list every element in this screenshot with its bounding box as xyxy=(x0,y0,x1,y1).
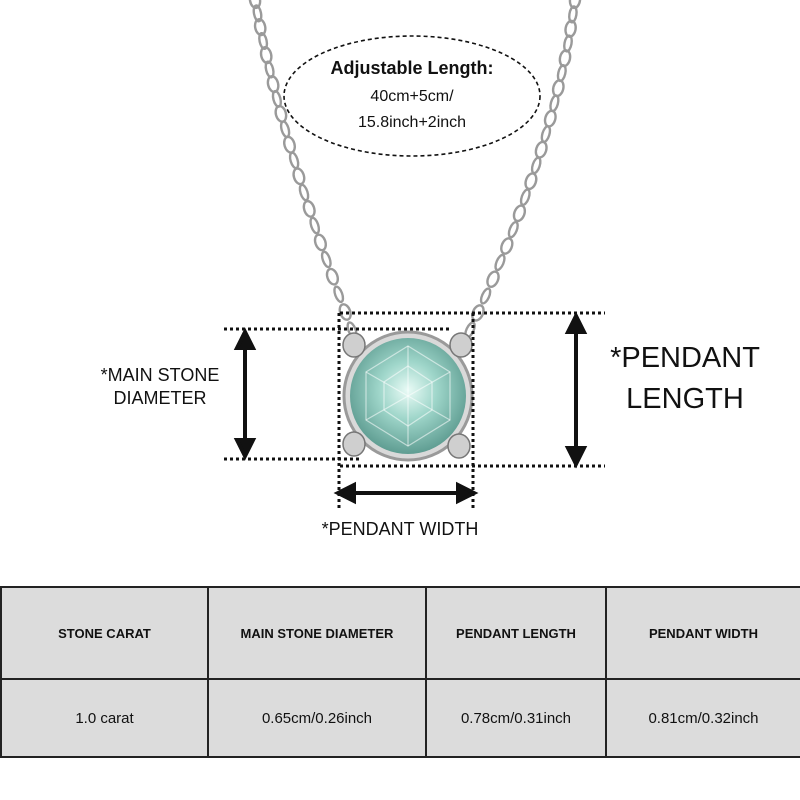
chain-link xyxy=(259,46,273,65)
spec-table: STONE CARAT MAIN STONE DIAMETER PENDANT … xyxy=(0,586,800,758)
chain-link xyxy=(479,287,492,305)
chain-link xyxy=(252,4,263,23)
cell-stone-carat: 1.0 carat xyxy=(0,678,209,758)
chain-link xyxy=(507,220,519,239)
bubble-title: Adjustable Length: xyxy=(330,58,494,78)
header-pendant-width: PENDANT WIDTH xyxy=(605,586,800,680)
chain-link xyxy=(549,94,560,113)
chain-left xyxy=(248,0,358,339)
chain-link xyxy=(551,79,565,98)
chain-link xyxy=(486,270,500,289)
chain-link xyxy=(298,183,310,202)
main-stone-diameter-label: *MAIN STONE DIAMETER xyxy=(100,365,220,409)
table-header-row: STONE CARAT MAIN STONE DIAMETER PENDANT … xyxy=(0,586,800,680)
pendant xyxy=(342,330,474,462)
chain-link xyxy=(568,5,578,24)
chain-right xyxy=(464,0,582,339)
cell-pendant-length: 0.78cm/0.31inch xyxy=(425,678,607,758)
prong-top-right xyxy=(449,332,473,358)
chain-link xyxy=(494,253,506,272)
chain-link xyxy=(543,109,557,128)
cell-pendant-width: 0.81cm/0.32inch xyxy=(605,678,800,758)
length-bubble xyxy=(283,35,541,157)
chain-link xyxy=(512,204,527,223)
bubble-length-inch: 15.8inch+2inch xyxy=(357,114,467,131)
chain-link xyxy=(283,135,296,154)
prong-bottom-right xyxy=(447,433,471,459)
header-pendant-length: PENDANT LENGTH xyxy=(425,586,607,680)
chain-link xyxy=(558,49,572,68)
header-stone-carat: STONE CARAT xyxy=(0,586,209,680)
prong-bottom-left xyxy=(342,431,366,457)
chain-link xyxy=(471,304,485,322)
chain-link xyxy=(519,188,531,207)
table-row: 1.0 carat 0.65cm/0.26inch 0.78cm/0.31inc… xyxy=(0,678,800,758)
chain-link xyxy=(530,156,542,175)
chain-link xyxy=(500,237,514,255)
chain-link xyxy=(313,233,327,252)
chain-link xyxy=(556,64,567,83)
chain-link xyxy=(248,0,262,10)
chain-link xyxy=(309,216,321,235)
guide-lines xyxy=(224,311,605,510)
header-main-stone-diameter: MAIN STONE DIAMETER xyxy=(207,586,427,680)
prong-top-left xyxy=(342,332,366,358)
chain-link xyxy=(540,125,552,144)
chain-link xyxy=(302,199,316,218)
cell-main-stone-diameter: 0.65cm/0.26inch xyxy=(207,678,427,758)
chain-link xyxy=(258,31,269,51)
chain-link xyxy=(320,250,332,269)
necklace-illustration xyxy=(224,0,605,510)
chain-link xyxy=(292,167,306,186)
chain-link xyxy=(338,303,352,321)
dimension-arrows xyxy=(233,311,588,505)
chain-link xyxy=(325,267,340,286)
bubble-length-cm: 40cm+5cm/ xyxy=(370,88,454,105)
chain-link xyxy=(271,89,283,108)
chain-link xyxy=(333,285,345,304)
chain-link xyxy=(288,151,300,170)
chain-link xyxy=(534,140,548,159)
chain-link xyxy=(274,104,288,123)
chain-link xyxy=(253,17,267,37)
chain-link xyxy=(266,75,280,94)
chain-link xyxy=(524,172,538,191)
pendant-length-label: *PENDANT LENGTH xyxy=(610,342,760,415)
pendant-width-label: *PENDANT WIDTH xyxy=(321,519,479,539)
chain-link xyxy=(279,120,291,139)
chain-link xyxy=(568,0,582,10)
